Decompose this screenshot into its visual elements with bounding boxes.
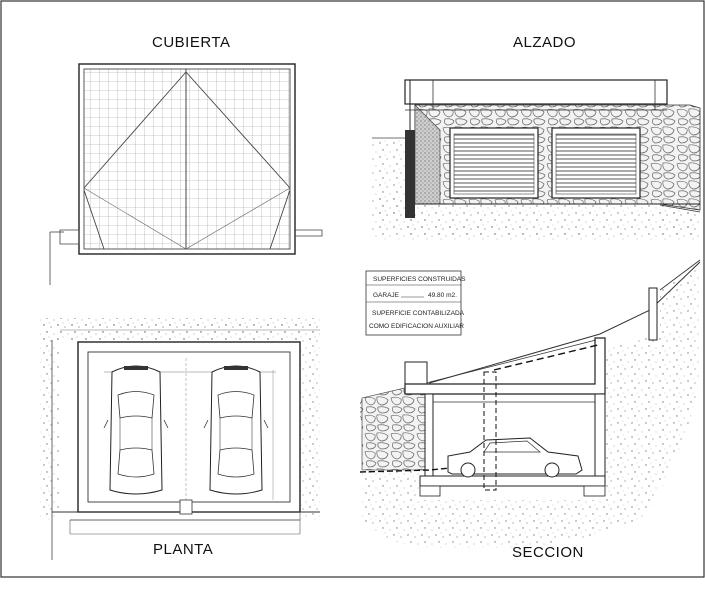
cubierta-roof-plan	[49, 63, 323, 285]
sheet-border	[0, 0, 705, 578]
surfaces-table: SUPERFICIES CONSTRUIDAS GARAJE 49.80 m2.…	[365, 270, 466, 336]
view-title-alzado: ALZADO	[513, 34, 577, 51]
surfaces-note-line1: SUPERFICIE CONTABILIZADA	[372, 310, 465, 317]
car-side-view	[447, 437, 583, 478]
alzado-elevation	[372, 79, 701, 240]
view-title-cubierta: CUBIERTA	[152, 34, 231, 51]
garaje-value: 49.80 m2.	[428, 292, 457, 299]
planta-floor-plan	[40, 318, 320, 560]
surfaces-heading: SUPERFICIES CONSTRUIDAS	[373, 276, 466, 283]
car-top-view-left	[103, 365, 169, 495]
view-title-seccion: SECCION	[512, 544, 584, 561]
car-top-view-right	[203, 365, 269, 495]
garaje-label: GARAJE	[373, 292, 400, 299]
surfaces-note-line2: COMO EDIFICACION AUXILIAR	[369, 323, 464, 330]
seccion-section	[359, 259, 701, 548]
view-title-planta: PLANTA	[153, 541, 214, 558]
